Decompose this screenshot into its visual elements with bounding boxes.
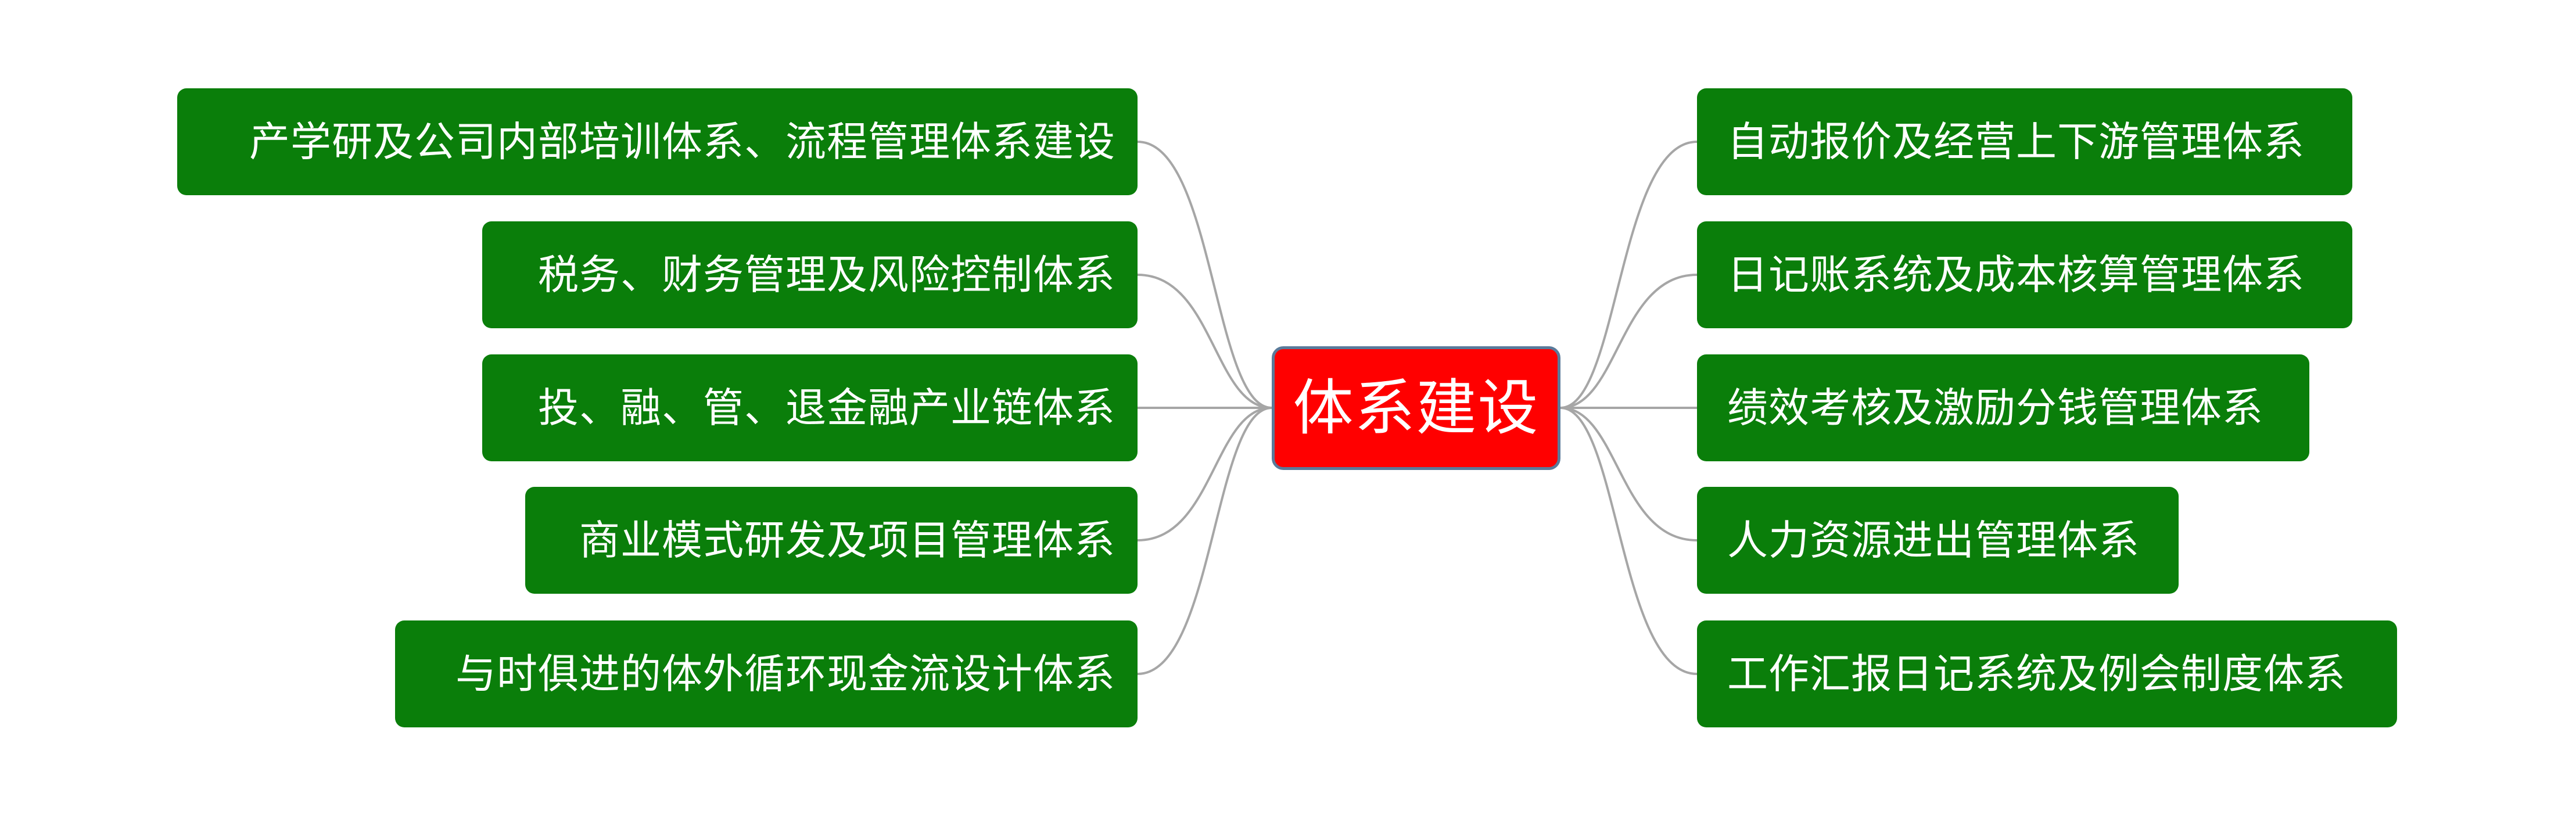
right-branch-5[interactable]: 工作汇报日记系统及例会制度体系: [1697, 620, 2397, 727]
connector-right-5: [1560, 407, 1698, 675]
right-branch-4[interactable]: 人力资源进出管理体系: [1697, 487, 2179, 594]
connector-left-2: [1137, 274, 1272, 409]
left-branch-5[interactable]: 与时俱进的体外循环现金流设计体系: [395, 620, 1138, 727]
right-branch-1[interactable]: 自动报价及经营上下游管理体系: [1697, 88, 2352, 195]
left-branch-1[interactable]: 产学研及公司内部培训体系、流程管理体系建设: [177, 88, 1138, 195]
connector-right-2: [1560, 274, 1698, 409]
connector-left-1: [1137, 141, 1272, 409]
connector-left-4: [1137, 407, 1272, 541]
left-branch-4[interactable]: 商业模式研发及项目管理体系: [525, 487, 1138, 594]
central-topic[interactable]: 体系建设: [1272, 346, 1560, 470]
right-branch-3[interactable]: 绩效考核及激励分钱管理体系: [1697, 354, 2309, 461]
left-branch-2[interactable]: 税务、财务管理及风险控制体系: [482, 221, 1138, 328]
connector-right-4: [1560, 407, 1698, 541]
connector-left-5: [1137, 407, 1272, 675]
connector-right-1: [1560, 141, 1698, 409]
right-branch-2[interactable]: 日记账系统及成本核算管理体系: [1697, 221, 2352, 328]
left-branch-3[interactable]: 投、融、管、退金融产业链体系: [482, 354, 1138, 461]
